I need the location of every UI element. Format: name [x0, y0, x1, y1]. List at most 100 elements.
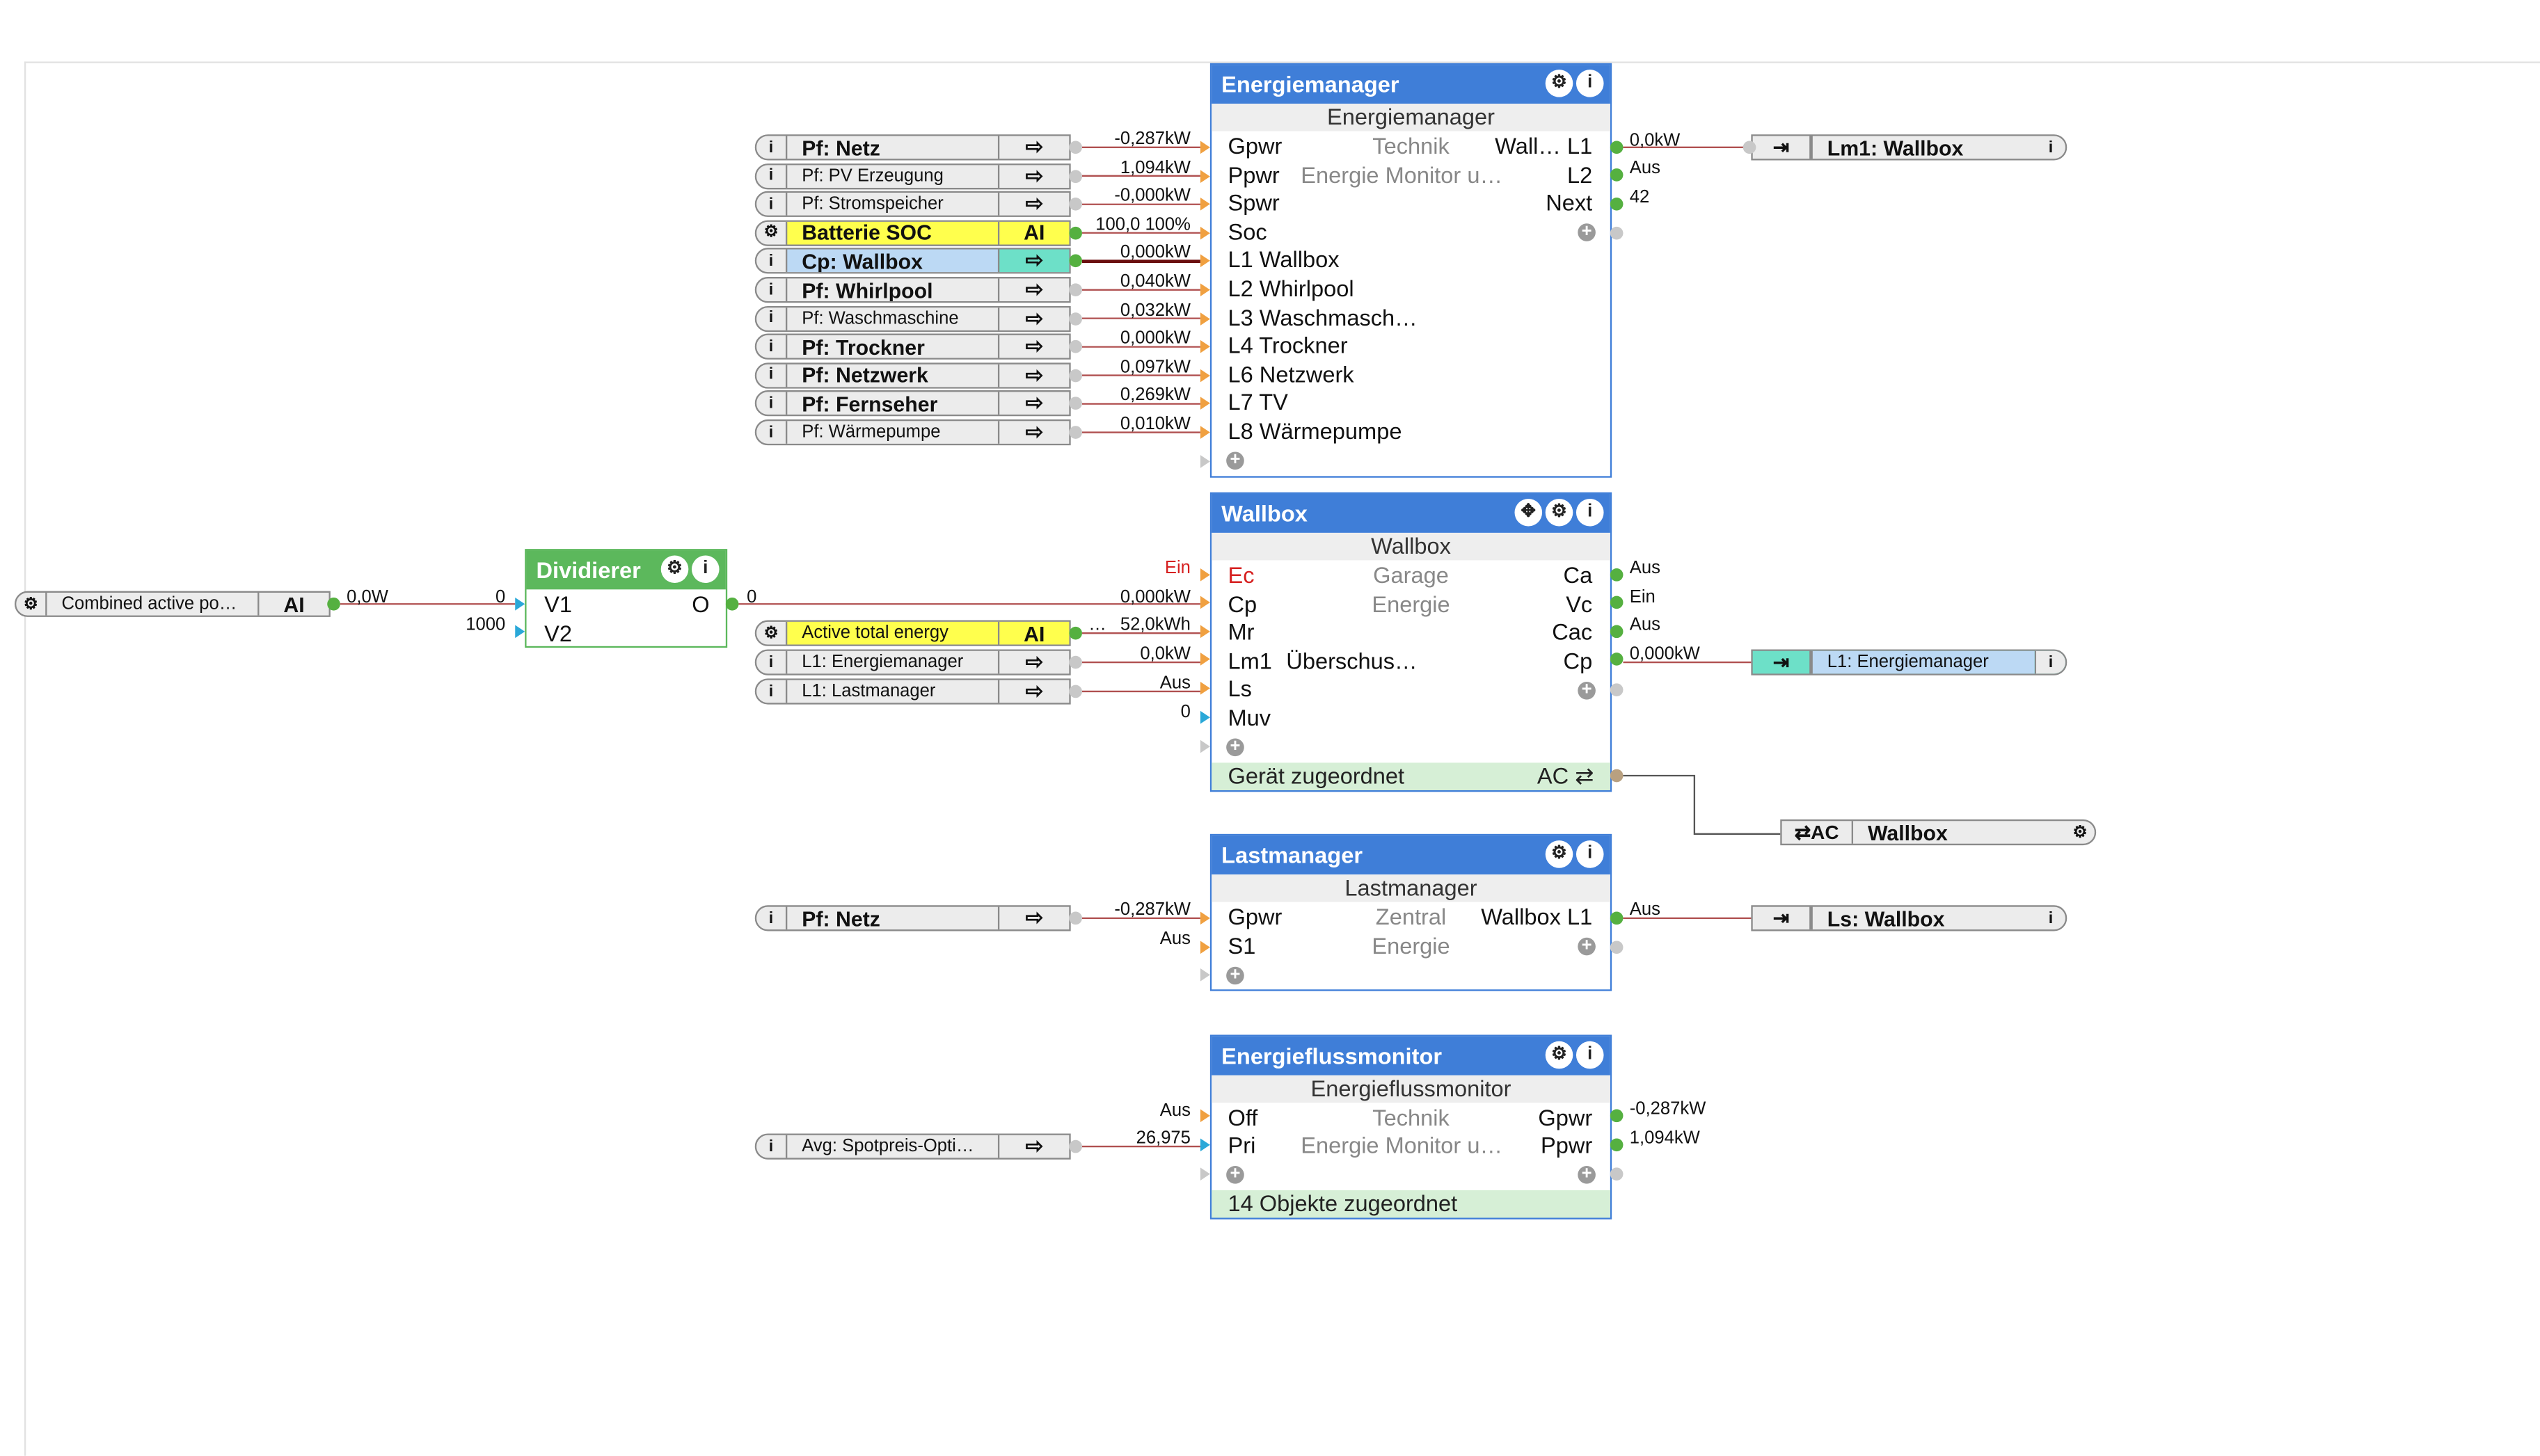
info-icon[interactable]: i [691, 555, 720, 584]
output-port[interactable] [1610, 568, 1624, 582]
input-port[interactable] [1200, 911, 1210, 925]
input-port[interactable] [1200, 568, 1210, 582]
output-port[interactable] [1069, 340, 1082, 353]
info-icon[interactable]: i [2048, 909, 2054, 927]
output-port[interactable] [1069, 626, 1082, 640]
info-icon[interactable]: i [2048, 138, 2054, 157]
add-pin-icon[interactable]: + [1226, 966, 1244, 985]
move-icon[interactable]: ✥ [1514, 498, 1543, 527]
info-icon[interactable]: i [1575, 498, 1604, 527]
input-port[interactable] [1200, 653, 1210, 666]
input-port[interactable] [1200, 369, 1210, 382]
info-icon[interactable]: i [768, 682, 774, 701]
output-port[interactable] [1610, 226, 1624, 240]
gear-icon[interactable]: ⚙ [763, 624, 779, 642]
output-port[interactable] [1610, 769, 1624, 783]
input-port[interactable] [1200, 340, 1210, 353]
add-pin-icon[interactable]: + [1578, 1165, 1596, 1184]
output-port[interactable] [1610, 595, 1624, 609]
add-pin-icon[interactable]: + [1226, 1165, 1244, 1184]
input-port[interactable] [1200, 169, 1210, 183]
output-port[interactable] [1610, 911, 1624, 925]
info-icon[interactable]: i [768, 337, 774, 356]
input-port[interactable] [1200, 625, 1210, 639]
output-port[interactable] [1069, 198, 1082, 211]
output-port[interactable] [1069, 911, 1082, 925]
input-port[interactable] [1200, 1138, 1210, 1152]
gear-icon[interactable]: ⚙ [1545, 498, 1573, 527]
output-port[interactable] [1069, 1139, 1082, 1153]
info-icon[interactable]: i [1575, 70, 1604, 97]
output-port[interactable] [1610, 1109, 1624, 1123]
gear-icon[interactable]: ⚙ [1545, 1041, 1573, 1069]
info-icon[interactable]: i [768, 195, 774, 214]
info-icon[interactable]: i [768, 366, 774, 385]
info-icon[interactable]: i [768, 309, 774, 328]
info-icon[interactable]: i [768, 166, 774, 185]
input-port[interactable] [1200, 226, 1210, 240]
lastmanager-pf-netz-ref[interactable]: i Pf: Netz ⇨ [754, 905, 1071, 931]
output-port[interactable] [1069, 141, 1082, 154]
gear-icon[interactable]: ⚙ [1545, 70, 1573, 97]
output-port[interactable] [1610, 168, 1624, 182]
output-port[interactable] [1069, 169, 1082, 183]
input-port[interactable] [1200, 710, 1210, 724]
output-port[interactable] [1069, 397, 1082, 410]
info-icon[interactable]: i [768, 252, 774, 271]
dividierer-block[interactable]: Dividierer ⚙i V1 V2 O [525, 549, 728, 648]
input-port[interactable] [1200, 968, 1210, 982]
input-port[interactable] [1200, 739, 1210, 753]
combined-active-power-ref[interactable]: ⚙ Combined active po… AI [14, 591, 331, 617]
gear-icon[interactable]: ⚙ [763, 223, 779, 242]
output-port[interactable] [1069, 685, 1082, 698]
info-icon[interactable]: i [768, 653, 774, 671]
info-icon[interactable]: i [768, 423, 774, 442]
input-port[interactable] [1200, 426, 1210, 439]
output-port[interactable] [725, 597, 739, 611]
add-pin-icon[interactable]: + [1226, 737, 1244, 757]
output-port[interactable] [1069, 283, 1082, 296]
info-icon[interactable]: i [1575, 840, 1604, 868]
input-port[interactable] [1200, 941, 1210, 954]
l1-energiemanager-output-ref[interactable]: ⇥ L1: Energiemanager i [1751, 649, 2067, 675]
gear-icon[interactable]: ⚙ [2072, 823, 2088, 842]
info-icon[interactable]: i [768, 138, 774, 157]
ac-wallbox-ref[interactable]: ⇄AC Wallbox ⚙ [1780, 819, 2097, 846]
info-icon[interactable]: i [768, 280, 774, 299]
output-port[interactable] [1610, 197, 1624, 211]
output-port[interactable] [1610, 1138, 1624, 1152]
input-port[interactable] [1200, 455, 1210, 468]
wallbox-block[interactable]: Wallbox ✥⚙i Wallbox Gerät zugeordnet AC … [1209, 492, 1612, 792]
output-port[interactable] [327, 597, 340, 611]
input-port[interactable] [515, 597, 525, 611]
output-port[interactable] [1610, 141, 1624, 154]
output-port[interactable] [1610, 1167, 1624, 1181]
output-port[interactable] [1069, 226, 1082, 240]
output-port[interactable] [1743, 141, 1756, 154]
add-pin-icon[interactable]: + [1578, 681, 1596, 700]
output-port[interactable] [1069, 426, 1082, 439]
info-icon[interactable]: i [768, 394, 774, 413]
add-pin-icon[interactable]: + [1578, 937, 1596, 956]
info-icon[interactable]: i [1575, 1041, 1604, 1069]
ls-wallbox-output-ref[interactable]: ⇥ Ls: Wallbox i [1751, 905, 2067, 931]
input-port[interactable] [1200, 198, 1210, 211]
gear-icon[interactable]: ⚙ [660, 555, 689, 584]
input-port[interactable] [1200, 255, 1210, 268]
input-port[interactable] [1200, 1167, 1210, 1181]
